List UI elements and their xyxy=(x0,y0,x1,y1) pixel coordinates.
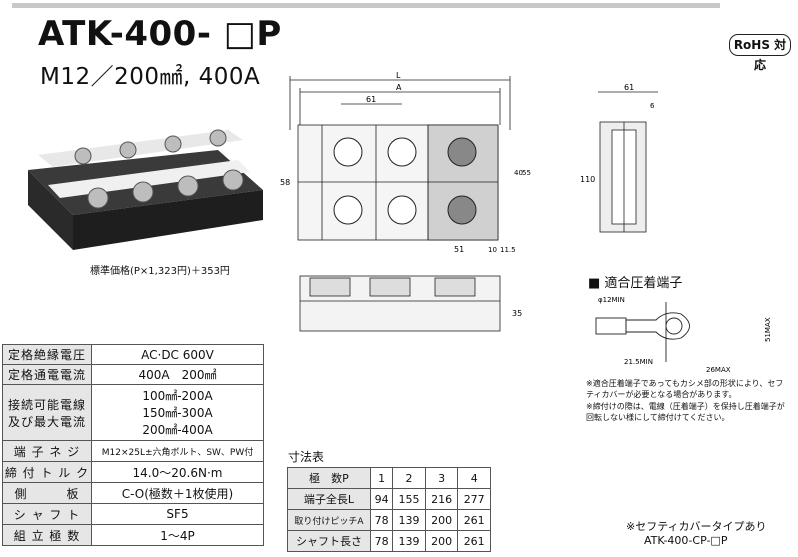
dim-51: 51 xyxy=(454,245,464,254)
dim-A: A xyxy=(396,83,402,92)
cell: 200 xyxy=(424,509,459,531)
dim-11-5: 11.5 xyxy=(500,246,516,254)
dimension-row: シャフト長さ 78 139 200 261 xyxy=(287,530,491,552)
dim-L: L xyxy=(396,71,401,80)
spec-label: 接続可能電線 及び最大電流 xyxy=(2,384,92,441)
spec-label: 締 付 ト ル ク xyxy=(2,461,92,483)
spec-value: SF5 xyxy=(91,503,264,525)
hole-label: φ12MIN xyxy=(598,296,625,304)
cell: 261 xyxy=(457,530,491,552)
length-label: 26MAX xyxy=(706,366,731,374)
header-cell: 4 xyxy=(457,467,491,489)
top-rule xyxy=(12,3,720,8)
note-2: ※締付けの際は、電線（圧着端子）を保持し圧着端子が回転しない様にして締付けてくだ… xyxy=(586,402,785,422)
dim-side-61: 61 xyxy=(624,83,634,92)
dimension-table-title: 寸法表 xyxy=(288,450,325,464)
dimension-table: 極 数P 1 2 3 4 端子全長L 94 155 216 277 取り付けピッ… xyxy=(287,467,491,552)
price-note: 標準価格(P×1,323円)＋353円 xyxy=(90,266,230,277)
header-cell: 3 xyxy=(424,467,459,489)
header-cell: 極 数P xyxy=(287,467,371,489)
footnote-line1: ※セフティカバータイプあり xyxy=(626,520,767,533)
dim-side-110: 110 xyxy=(580,175,595,184)
spec-label: 組 立 極 数 xyxy=(2,524,92,546)
spec-label: シ ャ フ ト xyxy=(2,503,92,525)
spec-value: 14.0～20.6N·m xyxy=(91,461,264,483)
product-subtitle: M12／200㎟, 400A xyxy=(40,64,261,90)
spec-label: 端 子 ネ ジ xyxy=(2,440,92,462)
dimension-header-row: 極 数P 1 2 3 4 xyxy=(287,467,491,489)
cell: 277 xyxy=(457,488,491,510)
dim-35: 35 xyxy=(512,309,522,318)
spec-label: 定格通電電流 xyxy=(2,364,92,385)
dim-side-6: 6 xyxy=(650,102,655,110)
terminal-section-title: ■ 適合圧着端子 xyxy=(588,276,683,291)
row-label: 取り付けピッチA xyxy=(287,509,371,531)
spec-value: AC·DC 600V xyxy=(91,344,264,365)
row-label: 端子全長L xyxy=(287,488,371,510)
cell: 94 xyxy=(369,488,394,510)
row-label: シャフト長さ xyxy=(287,530,371,552)
front-view-drawing: 35 xyxy=(299,275,522,332)
dim-55: 55 xyxy=(522,169,531,177)
spec-value: 1～4P xyxy=(91,524,264,546)
dimension-row: 取り付けピッチA 78 139 200 261 xyxy=(287,509,491,531)
spec-value: M12×25L±六角ボルト、SW、PW付 xyxy=(91,440,264,462)
terminal-notes: ※適合圧着端子であってもカシメ部の形状により、セフティカバーが必要となる場合があ… xyxy=(586,378,786,424)
side-view-drawing: 61 6 110 xyxy=(580,83,658,233)
footnote-line2: ATK-400-CP-□P xyxy=(644,534,728,547)
cell: 155 xyxy=(392,488,426,510)
product-title: ATK-400- □P xyxy=(38,14,282,54)
dimension-row: 端子全長L 94 155 216 277 xyxy=(287,488,491,510)
note-1: ※適合圧着端子であってもカシメ部の形状により、セフティカバーが必要となる場合があ… xyxy=(586,379,784,399)
cell: 78 xyxy=(369,509,394,531)
cell: 139 xyxy=(392,509,426,531)
top-view-drawing: L A 61 58 40 55 51 10 11.5 xyxy=(280,71,531,254)
cell: 139 xyxy=(392,530,426,552)
spec-value: 400A 200㎟ xyxy=(91,364,264,385)
max-label: 51MAX xyxy=(764,317,772,342)
dim-pitch: 61 xyxy=(366,95,376,104)
rohs-badge: RoHS 対応 xyxy=(729,34,791,72)
product-photo xyxy=(28,129,263,250)
spec-label: 側 板 xyxy=(2,482,92,504)
cell: 261 xyxy=(457,509,491,531)
cell: 78 xyxy=(369,530,394,552)
cell: 216 xyxy=(424,488,459,510)
spec-value: C-O(極数＋1枚使用) xyxy=(91,482,264,504)
width-label: 21.5MIN xyxy=(624,358,653,366)
spec-label: 定格絶縁電圧 xyxy=(2,344,92,365)
dim-10: 10 xyxy=(488,246,497,254)
dim-58: 58 xyxy=(280,178,290,187)
dim-40: 40 xyxy=(514,169,523,177)
cell: 200 xyxy=(424,530,459,552)
header-cell: 2 xyxy=(392,467,426,489)
header-cell: 1 xyxy=(369,467,394,489)
crimp-terminal-drawing: φ12MIN 21.5MIN 26MAX 51MAX xyxy=(595,296,772,374)
spec-value: 100㎟-200A 150㎟-300A 200㎟-400A xyxy=(91,384,264,441)
